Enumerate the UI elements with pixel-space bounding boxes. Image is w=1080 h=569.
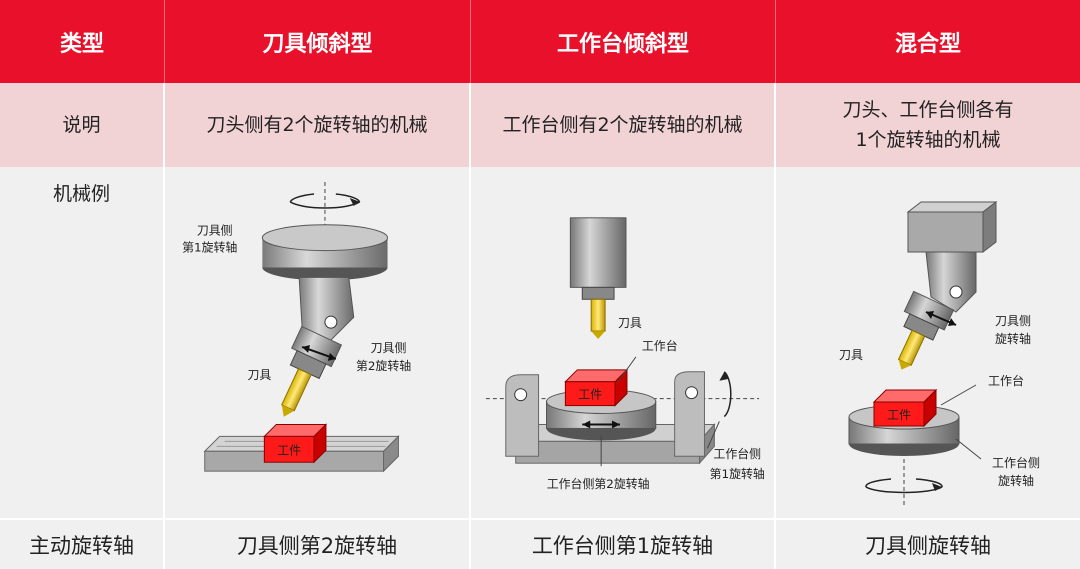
tilt-arm — [925, 251, 977, 313]
diagram-hybrid: 工件 刀具侧 旋转轴 刀具 工作台 工作台侧 旋转轴 — [839, 200, 1040, 507]
tool-axis-label-line2: 旋转轴 — [995, 331, 1031, 346]
tool-bit — [897, 329, 926, 366]
description-hybrid-line1: 刀头、工作台侧各有 — [842, 99, 1014, 121]
axis2-label-line2: 第2旋转轴 — [356, 359, 411, 373]
workpiece — [263, 435, 315, 463]
axis1-label-line1: 工作台侧 — [713, 447, 761, 461]
left-support — [505, 374, 540, 457]
tool-bit — [590, 298, 606, 332]
header-tool-tilt: 刀具倾斜型 — [165, 0, 471, 83]
workpiece-label: 工件 — [887, 408, 911, 422]
spindle — [569, 217, 627, 288]
diagram-hybrid-cell: 工件 刀具侧 旋转轴 刀具 工作台 工作台侧 旋转轴 — [776, 167, 1080, 518]
header-hybrid: 混合型 — [894, 31, 961, 57]
description-table-tilt: 工作台侧有2个旋转轴的机械 — [471, 83, 776, 167]
tool-bit — [281, 368, 312, 412]
footer-hybrid: 刀具侧旋转轴 — [865, 533, 991, 558]
header-type: 类型 — [0, 0, 165, 83]
footer-tool-tilt: 刀具侧第2旋转轴 — [165, 520, 471, 569]
tool-label: 刀具 — [618, 316, 642, 330]
tool-label: 刀具 — [839, 348, 863, 362]
workpiece — [873, 401, 925, 427]
diagram-tool-tilt-cell: 工件 刀具侧 第1旋转轴 刀具侧 第2旋转轴 刀具 — [165, 167, 471, 518]
right-support — [674, 371, 705, 457]
tool-label: 刀具 — [247, 368, 271, 382]
footer-table-tilt: 工作台侧第1旋转轴 — [471, 520, 776, 569]
axis1-label-line2: 第1旋转轴 — [710, 467, 765, 481]
diagram-table-tilt: 刀具 工件 — [485, 217, 765, 491]
axis2-label-line1: 刀具侧 — [371, 341, 407, 355]
workpiece-label: 工件 — [277, 443, 301, 457]
description-tool-tilt: 刀头侧有2个旋转轴的机械 — [165, 83, 471, 167]
tilt-arrow-icon — [723, 371, 732, 418]
footer-label: 主动旋转轴 — [0, 520, 165, 569]
table-axis-label-line1: 工作台侧 — [992, 455, 1040, 470]
description-row: 说明 刀头侧有2个旋转轴的机械 工作台侧有2个旋转轴的机械 刀头、工作台侧各有 … — [0, 83, 1080, 167]
header-row: 类型 刀具倾斜型 工作台倾斜型 混合型 — [0, 0, 1080, 83]
axis1-label-line2: 第1旋转轴 — [182, 241, 237, 255]
table-label: 工作台 — [642, 339, 678, 353]
head-box — [907, 211, 984, 253]
footer-row: 主动旋转轴 刀具侧第2旋转轴 工作台侧第1旋转轴 刀具侧旋转轴 — [0, 518, 1080, 569]
table-axis-label-line2: 旋转轴 — [998, 473, 1034, 488]
axis2-label: 工作台侧第2旋转轴 — [547, 477, 650, 491]
diagram-table-tilt-cell: 刀具 工件 — [471, 167, 776, 518]
description-hybrid-line2: 1个旋转轴的机械 — [855, 129, 1001, 151]
example-label: 机械例 — [0, 167, 165, 518]
diagram-tool-tilt: 工件 刀具侧 第1旋转轴 刀具侧 第2旋转轴 刀具 — [182, 182, 411, 473]
table-label: 工作台 — [988, 373, 1024, 388]
example-row: 机械例 — [0, 167, 1080, 518]
workpiece-label: 工件 — [578, 388, 602, 402]
tilt-arm — [298, 276, 355, 348]
axis1-label-line1: 刀具侧 — [197, 224, 233, 238]
description-hybrid: 刀头、工作台侧各有 1个旋转轴的机械 — [776, 83, 1080, 167]
tool-axis-label-line1: 刀具侧 — [995, 314, 1031, 328]
header-table-tilt: 工作台倾斜型 — [471, 0, 776, 83]
description-label: 说明 — [0, 83, 165, 167]
